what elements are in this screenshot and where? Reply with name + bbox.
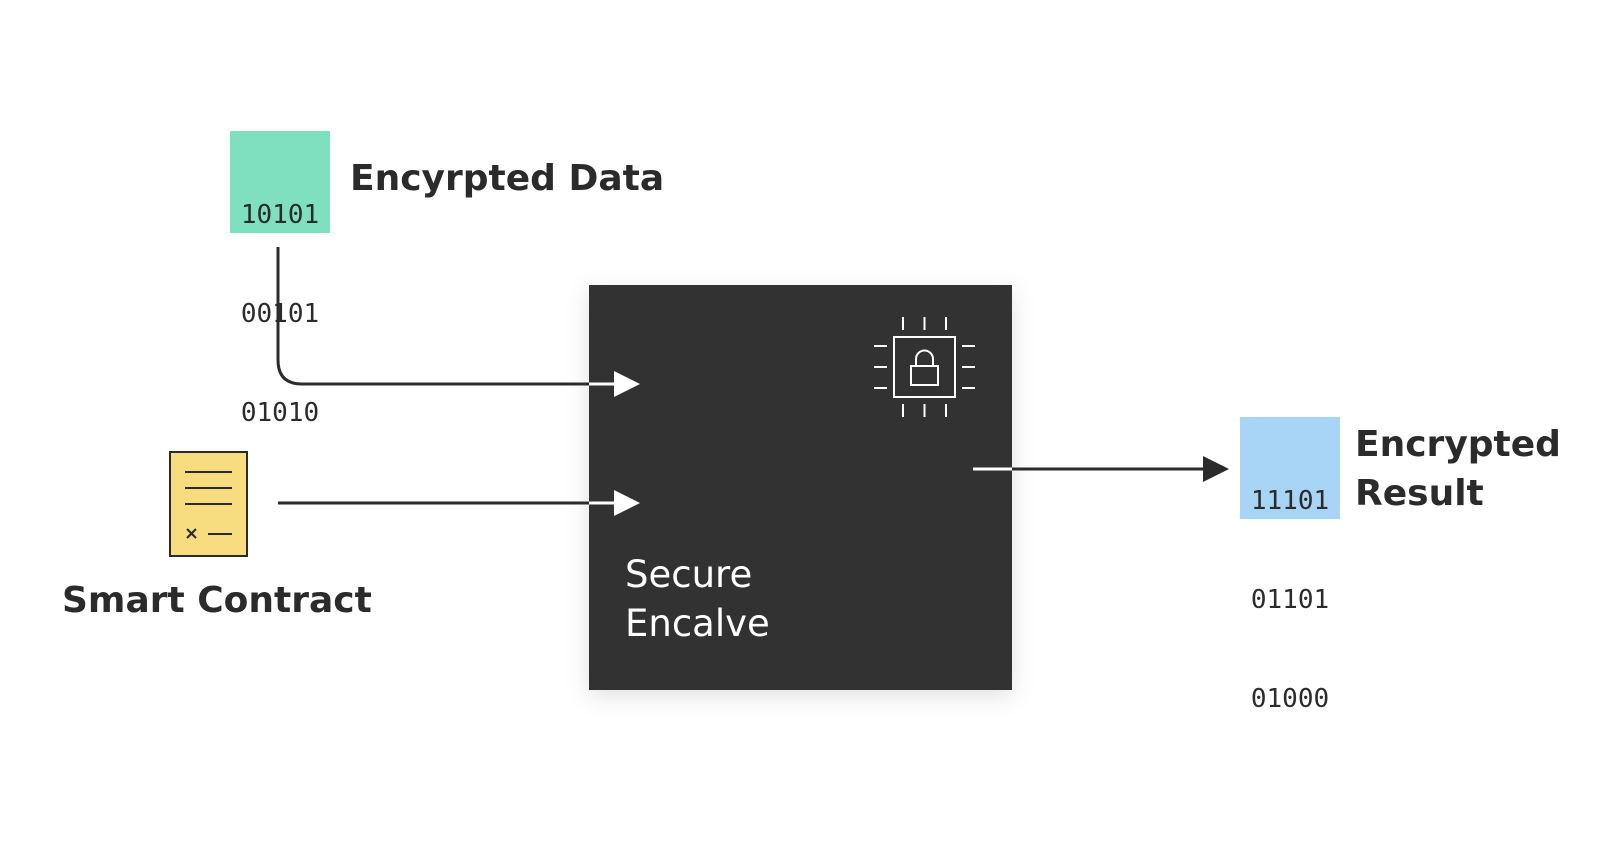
arrow-enclave-to-encrypted-result — [973, 456, 1229, 482]
document-icon — [169, 451, 248, 557]
encrypted-data-block — [230, 131, 330, 233]
arrow-encrypted-data-to-enclave — [276, 247, 640, 397]
encrypted-result-label: Encrypted Result — [1355, 420, 1561, 518]
encrypted-result-bits: 11101 01101 01000 — [1240, 417, 1340, 714]
arrow-smart-contract-to-enclave — [278, 490, 640, 516]
encrypted-data-label: Encyrpted Data — [350, 158, 665, 199]
encrypted-result-label-line-1: Encrypted — [1355, 424, 1561, 465]
bits-row: 11101 — [1250, 486, 1330, 516]
secure-enclave-label-line-1: Secure — [625, 553, 753, 596]
secure-enclave-label-line-2: Encalve — [625, 602, 770, 645]
bits-row: 01010 — [240, 398, 320, 428]
encrypted-result-label-line-2: Result — [1355, 473, 1484, 514]
chip-lock-icon — [874, 317, 975, 417]
bits-row: 01101 — [1250, 585, 1330, 615]
bits-row: 00101 — [240, 299, 320, 329]
secure-enclave-box — [589, 285, 1012, 690]
bits-row: 10101 — [240, 200, 320, 230]
bits-row: 01000 — [1250, 684, 1330, 714]
encrypted-data-bits: 10101 00101 01010 — [230, 131, 330, 428]
encrypted-result-block — [1240, 417, 1340, 519]
smart-contract-label: Smart Contract — [62, 580, 372, 621]
